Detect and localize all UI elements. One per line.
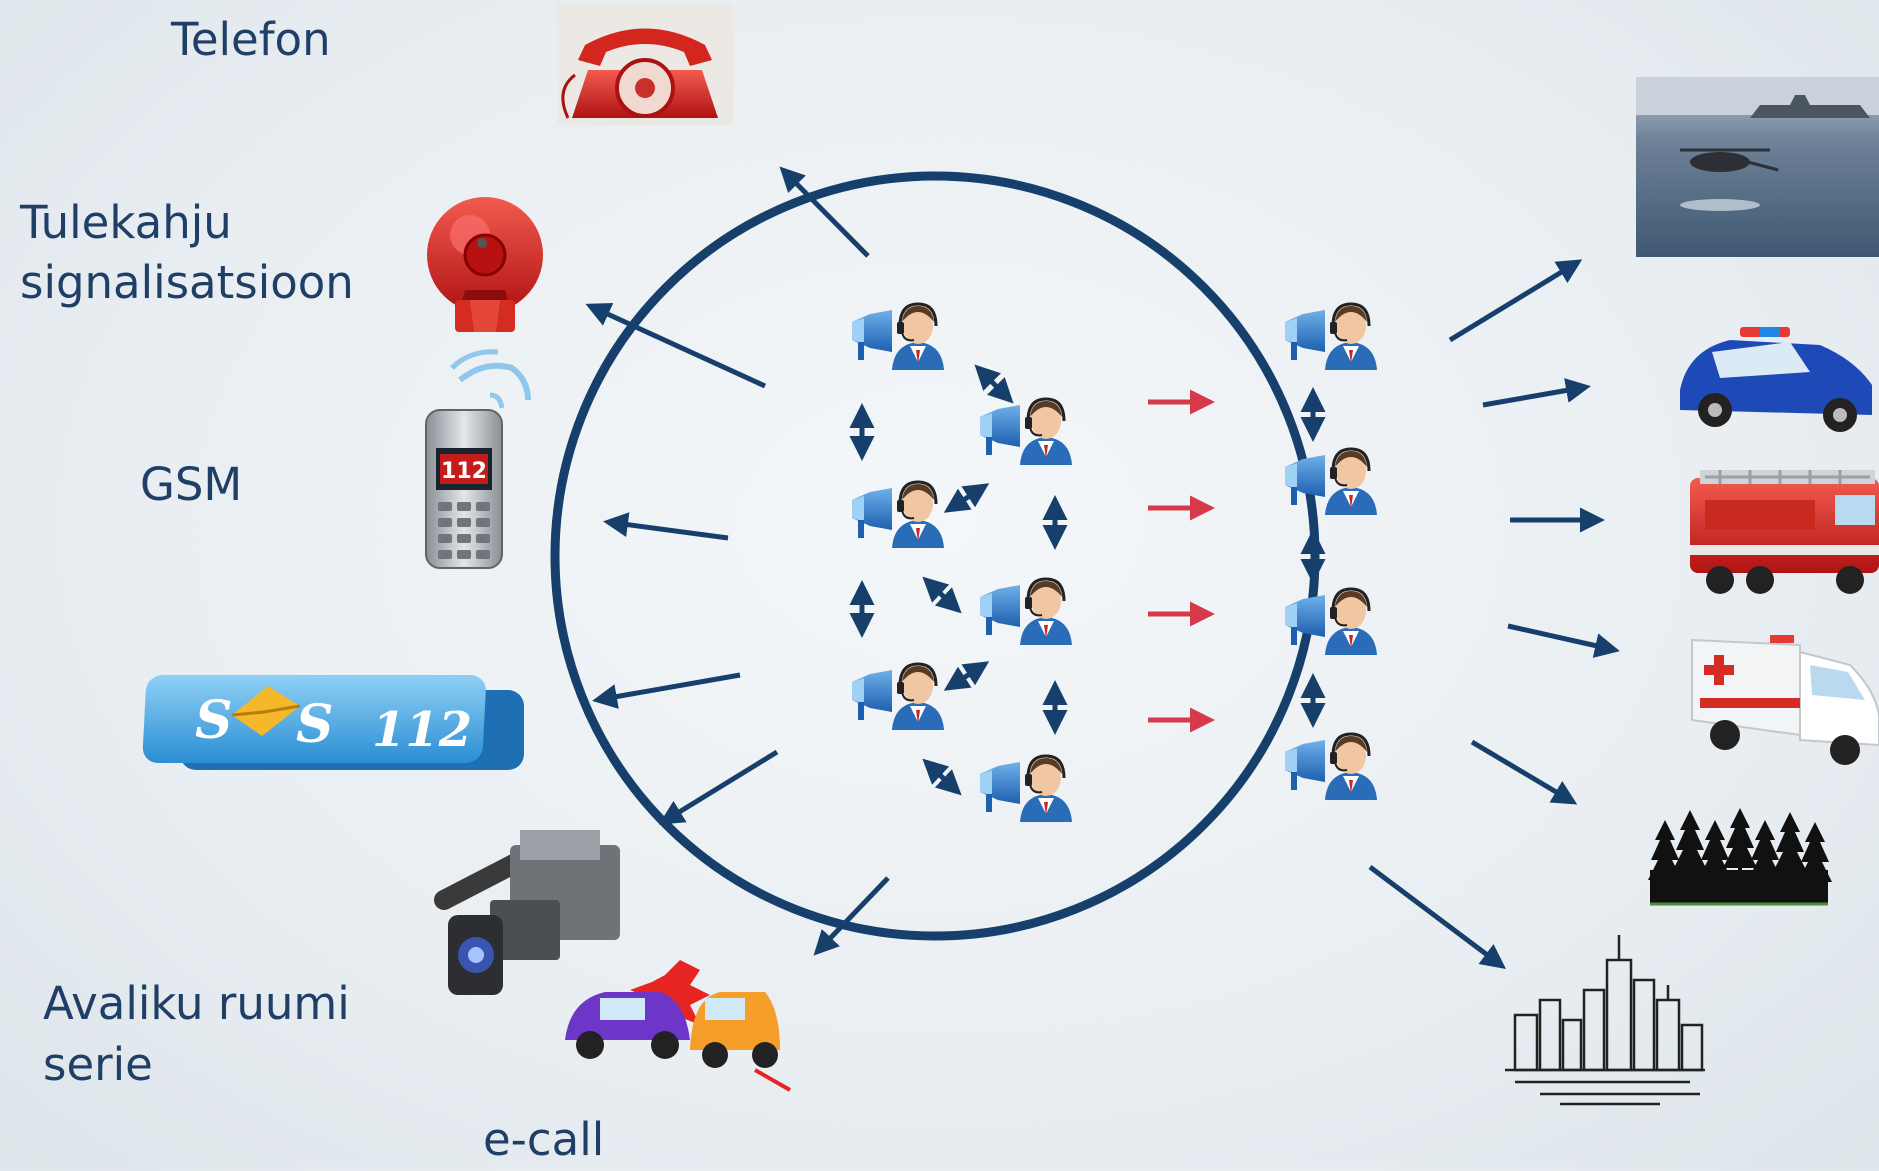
phone-screen-number: 112 [441, 459, 487, 484]
label-tulekahju-line2: signalisatsioon [20, 256, 354, 309]
forest-icon [1648, 808, 1832, 906]
sos-number: 112 [372, 702, 472, 758]
rotary-phone-icon [557, 3, 733, 125]
central-circle [550, 171, 1320, 941]
transfer-arrows [1148, 389, 1215, 733]
fire-truck-icon [1690, 470, 1879, 594]
label-tulekahju-line1: Tulekahju [20, 196, 232, 249]
label-gsm: GSM [140, 458, 243, 511]
sos-letter-2: S [296, 694, 334, 755]
envelope-icon [231, 686, 301, 736]
label-avaliku-line1: Avaliku ruumi [43, 977, 350, 1030]
label-ecall: e-call [483, 1113, 605, 1166]
outgoing-arrows-right [1368, 259, 1620, 969]
video-camera-icon [434, 830, 620, 995]
label-telefon: Telefon [171, 13, 331, 66]
operator-links [849, 364, 1326, 796]
car-crash-icon [565, 960, 791, 1092]
police-car-icon [1680, 327, 1872, 432]
ambulance-icon [1691, 635, 1879, 765]
sos-letter-1: S [195, 690, 233, 751]
coast-guard-photo-icon [1636, 77, 1879, 257]
mobile-phone-icon: 112 [425, 349, 531, 569]
outgoing-arrows-left [585, 166, 890, 956]
call-operator-icon [850, 302, 1379, 824]
label-avaliku-line2: serie [43, 1038, 153, 1091]
fire-alarm-bell-icon [427, 197, 543, 332]
sos-112-badge-icon: S S 112 [142, 675, 524, 770]
city-skyline-icon [1505, 935, 1705, 1106]
